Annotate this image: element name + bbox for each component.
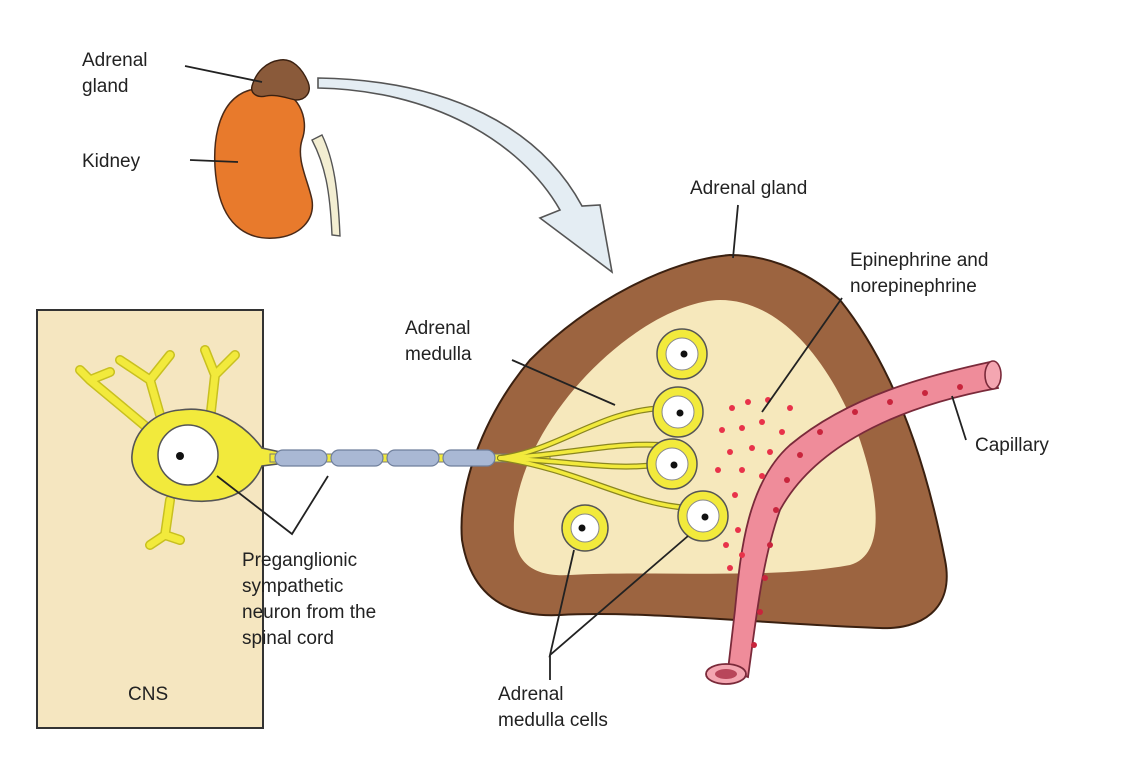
label-kidney: Kidney (82, 151, 141, 172)
capillary-blood-dots (751, 384, 963, 648)
label-adrenal-medulla: Adrenal medulla (405, 318, 476, 365)
adrenal-medulla-cells (561, 328, 729, 552)
enlarged-adrenal-gland (460, 253, 948, 630)
capillary-lumen (715, 669, 737, 679)
leader-adrenal-gland-small (184, 65, 263, 83)
adrenal-medulla-region (513, 300, 876, 576)
medulla-cell (646, 438, 698, 490)
label-capillary: Capillary (975, 435, 1049, 456)
kidney-illustration (213, 59, 341, 239)
medulla-cell (656, 328, 708, 380)
leader-kidney (189, 159, 239, 163)
capillary-end-top (984, 360, 1002, 390)
medulla-cell (652, 386, 704, 438)
hormone-dots (715, 397, 793, 571)
ureter (311, 134, 341, 237)
label-adrenal-gland-small: Adrenal gland (82, 50, 153, 97)
label-medulla-cells: Adrenal medulla cells (498, 684, 608, 731)
label-preganglionic: Preganglionic sympathetic neuron from th… (242, 550, 381, 649)
neuron-nucleus (157, 424, 219, 486)
axon-terminal-branches (497, 405, 693, 511)
leader-adrenal-gland-big (732, 204, 739, 259)
medulla-cell (561, 504, 609, 552)
leader-epinephrine (761, 297, 843, 413)
label-adrenal-gland-big: Adrenal gland (690, 178, 807, 199)
leader-capillary (951, 395, 967, 441)
curved-arrow (317, 77, 614, 274)
medulla-cell (677, 490, 729, 542)
kidney-shape (213, 87, 314, 239)
leader-preganglionic (216, 475, 329, 536)
capillary (705, 360, 1002, 685)
myelin-sheath (274, 449, 496, 467)
capillary-tube (727, 360, 1000, 679)
label-cns: CNS (128, 684, 168, 705)
small-adrenal-gland (251, 59, 310, 101)
leader-adrenal-medulla (511, 359, 616, 406)
preganglionic-neuron (75, 345, 693, 550)
neuron-dendrites-fill (76, 346, 239, 549)
neuron-nucleolus (176, 452, 184, 460)
label-epinephrine: Epinephrine and norepinephrine (850, 250, 994, 297)
